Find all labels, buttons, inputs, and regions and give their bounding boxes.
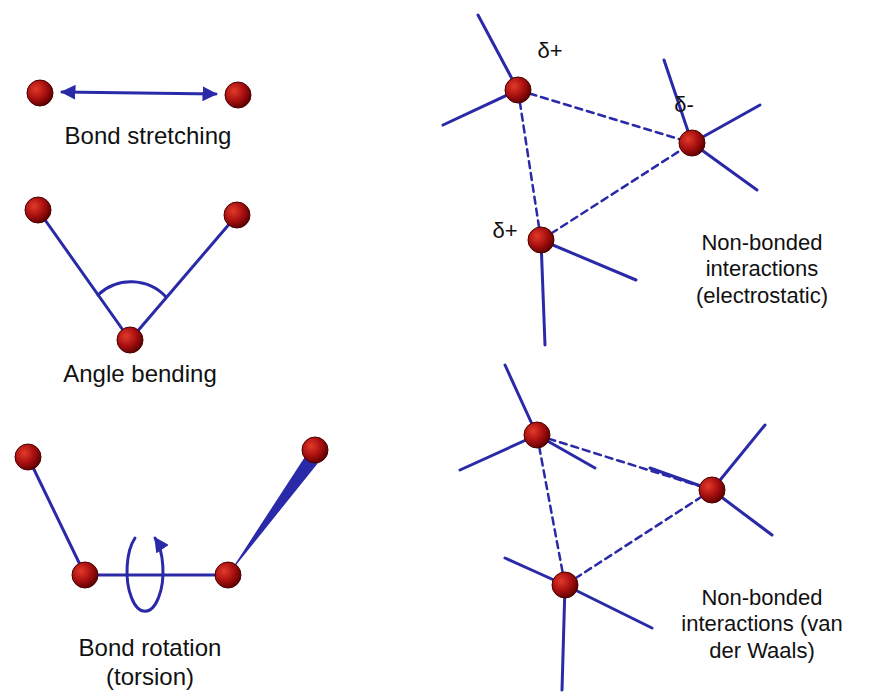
bond-line	[130, 215, 237, 340]
atom	[528, 227, 554, 253]
atom	[225, 82, 251, 108]
interaction-line	[537, 435, 565, 585]
interaction-line	[518, 90, 541, 240]
part-label: Angle bending	[20, 360, 260, 389]
interaction-line	[537, 435, 712, 490]
part-label: Non-bonded interactions (electrostatic)	[667, 230, 857, 309]
bond-line	[38, 210, 130, 340]
stretch-arrow	[62, 92, 216, 94]
bond-line	[562, 585, 565, 690]
bond-line	[565, 585, 652, 628]
atom	[72, 562, 98, 588]
atom	[699, 477, 725, 503]
interaction-line	[518, 90, 692, 143]
atom	[15, 444, 41, 470]
interaction-line	[565, 490, 712, 585]
atom	[117, 327, 143, 353]
bond-line	[541, 240, 545, 345]
atom	[25, 197, 51, 223]
atom	[524, 422, 550, 448]
atom	[224, 202, 250, 228]
atom	[679, 130, 705, 156]
part-label: Non-bonded interactions (van der Waals)	[667, 585, 857, 664]
interaction-line	[541, 143, 692, 240]
part-label: Bond stretching	[28, 122, 268, 151]
atom	[505, 77, 531, 103]
charge-label: δ-	[664, 92, 704, 118]
charge-label: δ+	[530, 38, 570, 64]
bond-line	[85, 574, 228, 577]
angle-arc	[98, 282, 166, 297]
atom	[215, 562, 241, 588]
atom	[302, 437, 328, 463]
wedge-bond	[228, 446, 322, 575]
atom	[27, 80, 53, 106]
charge-label: δ+	[485, 218, 525, 244]
bond-line	[28, 457, 85, 575]
part-label: Bond rotation (torsion)	[60, 634, 240, 692]
bond-line	[541, 240, 636, 280]
atom	[552, 572, 578, 598]
rotation-arrow	[127, 538, 163, 611]
